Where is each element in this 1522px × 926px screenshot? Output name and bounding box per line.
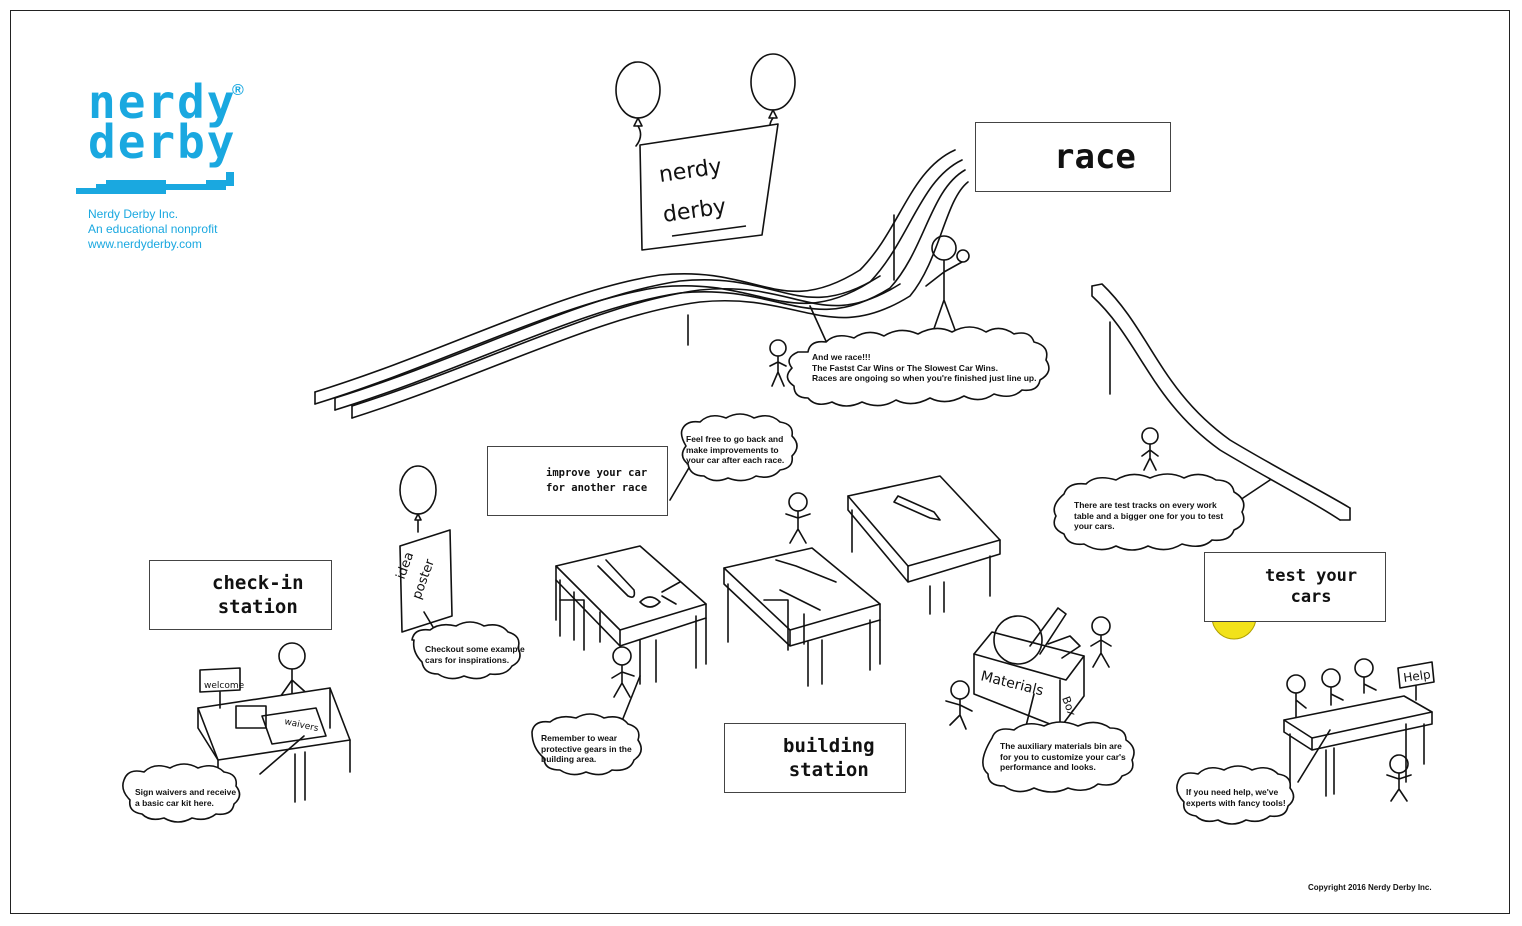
- stick-figure-announcer: [925, 235, 970, 341]
- materials-note-line: The auxiliary materials bin are: [1000, 741, 1122, 751]
- org-website[interactable]: www.nerdyderby.com: [88, 237, 202, 251]
- gear-note-line: Remember to wear: [541, 733, 618, 743]
- test-note-line: your cars.: [1074, 521, 1115, 531]
- checkin-note: Sign waivers and receive a basic car kit…: [135, 787, 236, 808]
- step-3-label-line-1: test your: [1265, 566, 1358, 586]
- step-1-checkin-sign: check-in station: [149, 560, 332, 630]
- step-5-label-line-2: for another race: [546, 482, 648, 494]
- step-5-label-line-1: improve your car: [546, 467, 648, 479]
- step-3-label-line-2: cars: [1290, 587, 1332, 607]
- improve-note-line: your car after each race.: [686, 455, 785, 465]
- checkin-note-line: Sign waivers and receive: [135, 787, 237, 797]
- step-1-label-line-2: station: [217, 596, 298, 618]
- stick-figure-helpers: [1286, 658, 1412, 802]
- checkin-note-line: a basic car kit here.: [135, 797, 214, 808]
- race-note-line: The Fastst Car Wins or The Slowest Car W…: [812, 362, 998, 373]
- org-name: Nerdy Derby Inc.: [88, 207, 179, 221]
- stick-figure: [769, 339, 787, 387]
- work-table-icon: [847, 475, 1001, 615]
- help-note-line: experts with fancy tools!: [1186, 797, 1286, 808]
- improve-note-line: make improvements to: [686, 444, 779, 455]
- org-tagline: An educational nonprofit: [88, 222, 218, 236]
- logo-line-2: derby: [88, 115, 237, 169]
- help-note: If you need help, we've experts with fan…: [1186, 787, 1286, 808]
- improve-note-line: Feel free to go back and: [686, 434, 784, 444]
- stick-figure: [611, 646, 635, 698]
- stick-figure: [945, 680, 973, 730]
- org-info: Nerdy Derby Inc. An educational nonprofi…: [88, 207, 217, 252]
- help-note-line: If you need help, we've: [1186, 787, 1279, 797]
- nerdy-derby-logo: nerdy derby: [88, 75, 237, 169]
- poster-note-line: Checkout some example: [425, 644, 525, 654]
- step-2-building-sign: building station: [724, 723, 906, 793]
- logo-line-1: nerdy: [88, 75, 237, 129]
- test-track-icon: [1091, 283, 1351, 521]
- step-4-race-sign: race: [975, 122, 1171, 192]
- materials-note: The auxiliary materials bin are for you …: [1000, 741, 1126, 773]
- materials-note-line: for you to customize your car's: [1000, 751, 1126, 762]
- gear-note-line: protective gears in the: [541, 743, 632, 754]
- improve-note: Feel free to go back and make improvemen…: [686, 434, 784, 466]
- step-2-label-line-1: building: [783, 735, 875, 757]
- balloon-icon: [615, 61, 661, 147]
- test-note-line: There are test tracks on every work: [1074, 500, 1217, 510]
- step-5-improve-sign: improve your car for another race: [487, 446, 668, 516]
- protective-gear-note: Remember to wear protective gears in the…: [541, 733, 632, 765]
- materials-label: Materials: [979, 668, 1045, 699]
- registered-mark: ®: [232, 82, 244, 99]
- gear-note-line: building area.: [541, 754, 597, 764]
- race-track-icon: [314, 149, 969, 419]
- stick-figure: [1090, 616, 1112, 668]
- step-2-label-line-2: station: [788, 759, 869, 781]
- step-1-label-line-1: check-in: [212, 572, 304, 594]
- help-sign-text: Help: [1402, 667, 1431, 685]
- stick-figure: [1141, 427, 1159, 471]
- step-4-label: race: [1054, 137, 1136, 177]
- race-note: And we race!!! The Fastst Car Wins or Th…: [812, 352, 1036, 384]
- test-track-note: There are test tracks on every work tabl…: [1074, 500, 1223, 532]
- step-3-test-sign: test your cars: [1204, 552, 1386, 622]
- box-label: Box: [1059, 695, 1078, 719]
- materials-note-line: performance and looks.: [1000, 762, 1096, 772]
- race-banner: [639, 123, 779, 251]
- work-table-icon: [555, 545, 707, 685]
- poster-note-line: cars for inspirations.: [425, 654, 510, 665]
- welcome-sign-text: welcome: [204, 681, 245, 691]
- work-table-icon: [723, 547, 881, 687]
- idea-poster-icon: [399, 465, 453, 633]
- race-note-line: Races are ongoing so when you're finishe…: [812, 373, 1037, 383]
- test-note-line: table and a bigger one for you to test: [1074, 510, 1224, 521]
- copyright-text: Copyright 2016 Nerdy Derby Inc.: [1308, 883, 1432, 892]
- help-table-icon: [1283, 661, 1435, 797]
- poster-note: Checkout some example cars for inspirati…: [425, 644, 525, 665]
- balloon-icon: [750, 53, 796, 133]
- race-note-line: And we race!!!: [812, 352, 871, 362]
- stick-figure: [785, 492, 811, 544]
- logo-underline-icon: [76, 172, 234, 194]
